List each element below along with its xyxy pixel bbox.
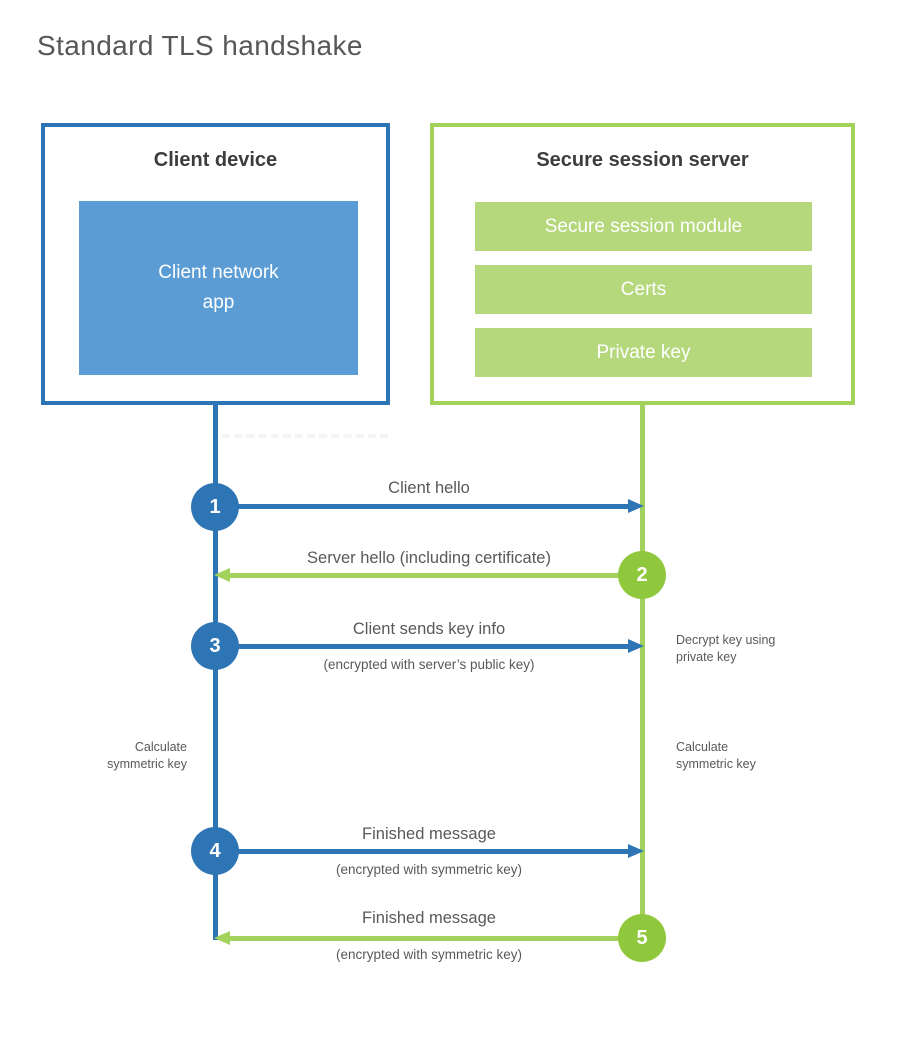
decrypt-key-note: Decrypt key using private key [676,633,776,664]
arrowhead-left-icon [214,568,230,582]
server-box-title: Secure session server [536,149,749,171]
message-2-label: Server hello (including certificate) [307,549,551,567]
step-1-circle: 1 [191,483,239,531]
step-4-number: 4 [209,839,221,862]
arrowhead-left-icon [214,931,230,945]
server-lifeline [640,405,645,938]
step-3-circle: 3 [191,622,239,670]
client-box-title: Client device [153,149,278,171]
client-network-app-block: Client network app [79,201,358,375]
step-4-circle: 4 [191,827,239,875]
calculate-symmetric-key-note-client: Calculate symmetric key [107,740,187,771]
step-3-number: 3 [209,634,221,657]
message-3-sublabel: (encrypted with server’s public key) [323,657,535,672]
arrowhead-right-icon [628,499,644,513]
step-5-number: 5 [636,926,648,949]
message-4-sublabel: (encrypted with symmetric key) [335,862,523,877]
arrowhead-right-icon [628,639,644,653]
client-lifeline [213,405,218,940]
calculate-symmetric-key-note-server: Calculate symmetric key [676,740,756,771]
message-2-arrow [214,568,620,582]
arrow-shaft [238,644,632,649]
message-5-label: Finished message [362,909,496,927]
message-3-label: Client sends key info [352,620,506,638]
server-module-bar-secure-session-module: Secure session module [475,202,812,251]
arrow-shaft [226,573,620,578]
client-device-box: Client device Client network app [41,123,390,405]
secure-session-server-box: Secure session server Secure session mod… [430,123,855,405]
server-module-bar-certs: Certs [475,265,812,314]
server-module-bar-private-key: Private key [475,328,812,377]
message-5-arrow [214,931,620,945]
message-1-arrow [238,499,644,513]
arrow-shaft [226,936,620,941]
step-1-number: 1 [209,495,221,518]
step-2-circle: 2 [618,551,666,599]
message-3-arrow [238,639,644,653]
step-2-number: 2 [636,563,648,586]
page-title: Standard TLS handshake [37,30,363,61]
message-4-label: Finished message [362,825,496,843]
arrow-shaft [238,504,632,509]
message-4-arrow [238,844,644,858]
arrowhead-right-icon [628,844,644,858]
step-5-circle: 5 [618,914,666,962]
message-5-sublabel: (encrypted with symmetric key) [335,947,523,962]
arrow-shaft [238,849,632,854]
faint-dashed-line [222,434,388,438]
message-1-label: Client hello [388,479,470,497]
